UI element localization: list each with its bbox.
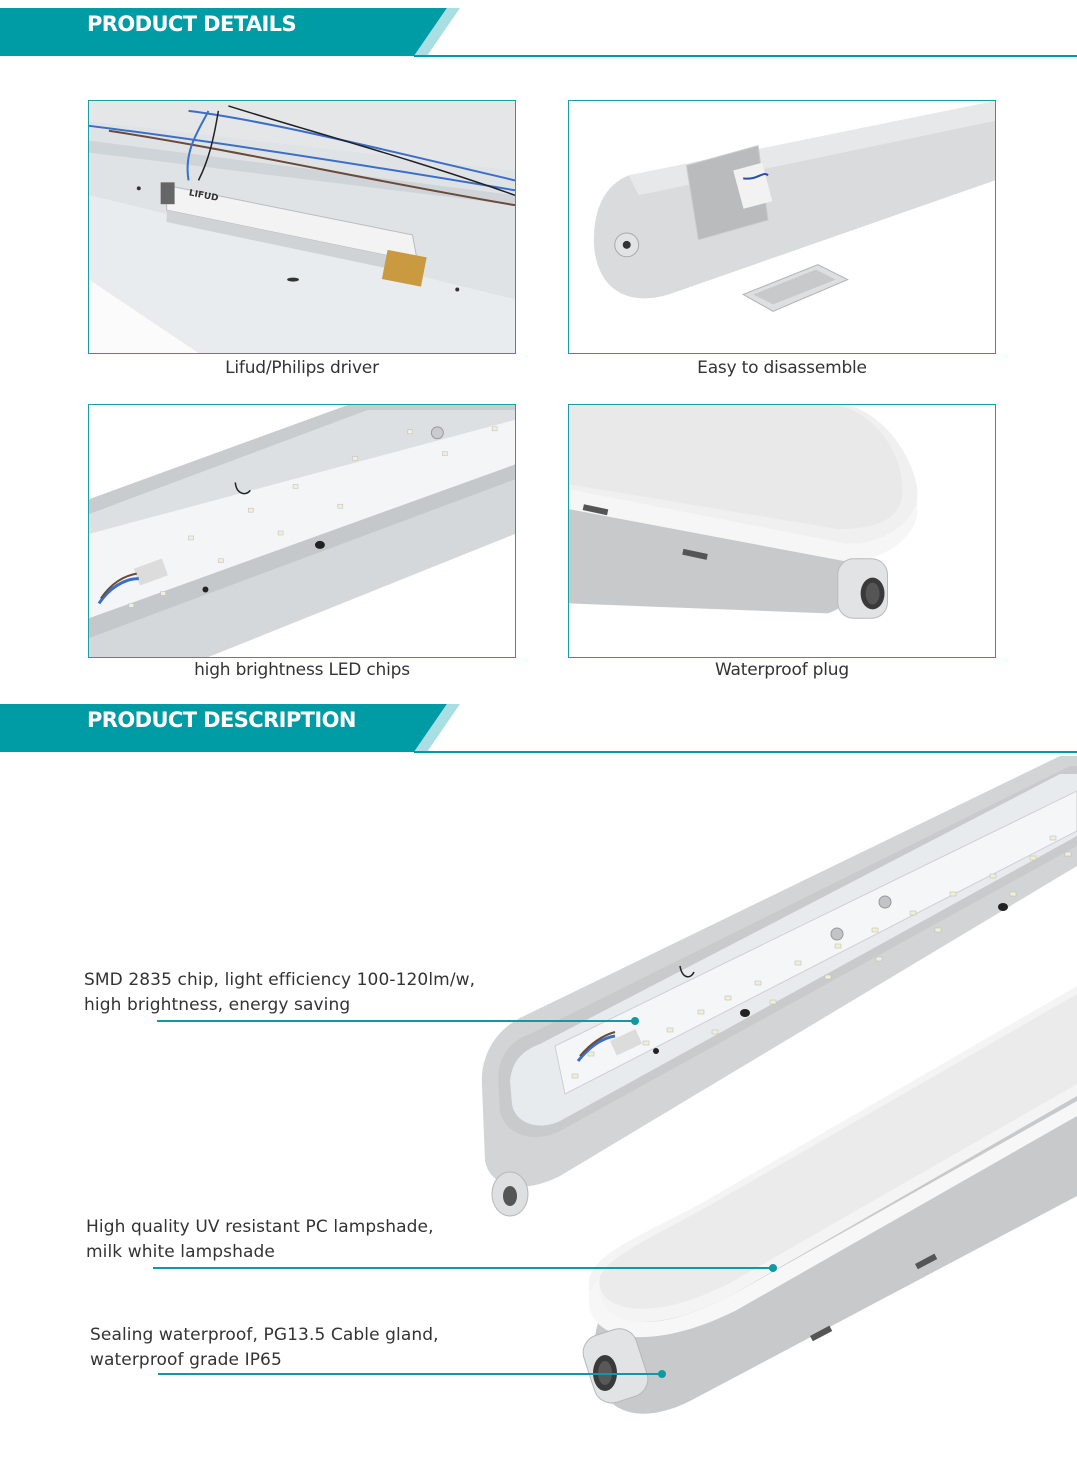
junction-box-photo: [569, 101, 995, 353]
callout-anchor-dot: [769, 1264, 777, 1272]
photo-card-led-chips: [88, 404, 516, 658]
photo-card-driver: LIFUD: [88, 100, 516, 354]
callout-leader-line: [153, 1267, 773, 1269]
header-banner-shape: [0, 8, 1077, 57]
callout-line-2: milk white lampshade: [86, 1242, 275, 1262]
waterproof-plug-photo: [569, 405, 995, 657]
caption-led-chips: high brightness LED chips: [194, 660, 410, 680]
section-title: PRODUCT DETAILS: [87, 12, 297, 36]
callout-line-1: Sealing waterproof, PG13.5 Cable gland,: [90, 1325, 439, 1345]
callout-leader-line: [158, 1373, 662, 1375]
callout-leader-line: [157, 1020, 635, 1022]
led-driver-photo: LIFUD: [89, 101, 515, 353]
callout-line-1: SMD 2835 chip, light efficiency 100-120l…: [84, 970, 476, 990]
callout-line-1: High quality UV resistant PC lampshade,: [86, 1217, 434, 1237]
callout-anchor-dot: [631, 1017, 639, 1025]
caption-disassemble: Easy to disassemble: [697, 358, 867, 378]
section-header-product-description: PRODUCT DESCRIPTION: [0, 696, 1077, 753]
callout-waterproof-text: Sealing waterproof, PG13.5 Cable gland, …: [90, 1323, 439, 1373]
callout-anchor-dot: [658, 1370, 666, 1378]
callout-led-chip-text: SMD 2835 chip, light efficiency 100-120l…: [84, 968, 475, 1018]
callout-line-2: high brightness, energy saving: [84, 995, 351, 1015]
section-title: PRODUCT DESCRIPTION: [87, 708, 356, 732]
caption-waterproof-plug: Waterproof plug: [715, 660, 849, 680]
callout-line-2: waterproof grade IP65: [90, 1350, 282, 1370]
photo-card-waterproof-plug: [568, 404, 996, 658]
led-chips-photo: [89, 405, 515, 657]
product-description-stage: SMD 2835 chip, light efficiency 100-120l…: [0, 756, 1077, 1472]
section-header-product-details: PRODUCT DETAILS: [0, 0, 1077, 57]
photo-card-disassemble: [568, 100, 996, 354]
callout-lampshade-text: High quality UV resistant PC lampshade, …: [86, 1215, 434, 1265]
product-hero-illustration: [481, 756, 1077, 1414]
header-banner-shape: [0, 704, 1077, 753]
caption-driver: Lifud/Philips driver: [225, 358, 379, 378]
